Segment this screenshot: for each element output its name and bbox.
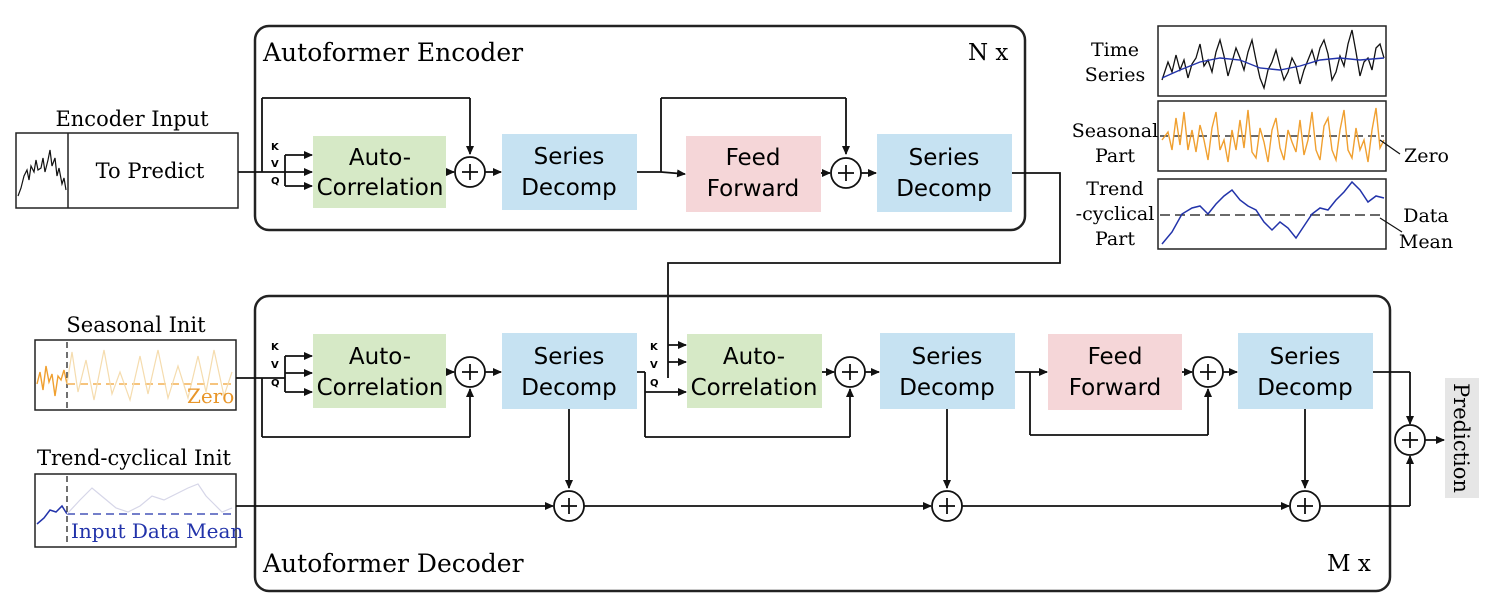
dec-autocorrelation-block-1 xyxy=(313,334,446,408)
enc-series-decomp-2 xyxy=(877,134,1012,212)
legend-data-mean-line2: Mean xyxy=(1399,231,1453,253)
dec-decomp1-line1: Series xyxy=(534,344,605,370)
dec-autocorr1-line1: Auto- xyxy=(349,344,411,370)
dec-series-decomp-3 xyxy=(1238,333,1373,409)
plus-circle-icon xyxy=(1192,356,1224,388)
prediction-label: Prediction xyxy=(1449,383,1473,493)
enc-decomp1-line2: Decomp xyxy=(521,175,617,201)
legend-time-series-line2: Series xyxy=(1085,64,1145,86)
legend-seasonal-line1: Seasonal xyxy=(1072,120,1158,142)
dec1-v-label: V xyxy=(271,360,279,371)
trend-init-box xyxy=(34,473,237,548)
dec-decomp3-line1: Series xyxy=(1270,344,1341,370)
encoder-input-wave xyxy=(17,149,67,197)
legend-trend-box xyxy=(1157,178,1387,250)
dec-decomp2-line1: Series xyxy=(912,344,983,370)
dec-autocorrelation-block-2 xyxy=(687,334,822,408)
plus-circle-icon xyxy=(553,490,585,522)
dec1-k-label: K xyxy=(271,342,280,353)
legend-time-series-line1: Time xyxy=(1091,39,1139,61)
legend-trend-overlay xyxy=(1161,57,1385,79)
dec-feed-forward-block xyxy=(1048,334,1182,410)
encoder-input-label: Encoder Input xyxy=(55,107,209,131)
enc-ff-line2: Forward xyxy=(707,176,800,202)
trend-init-label: Trend-cyclical Init xyxy=(37,446,232,470)
legend-seasonal-line2: Part xyxy=(1095,145,1135,167)
dec-autocorr2-line2: Correlation xyxy=(691,375,818,401)
decoder-repeat: M x xyxy=(1327,551,1371,577)
dec-series-decomp-2 xyxy=(880,333,1015,409)
dec-ff-line2: Forward xyxy=(1069,375,1162,401)
seasonal-zero-label: Zero xyxy=(187,384,234,408)
enc-q-label: Q xyxy=(271,176,280,187)
legend-trend-line3: Part xyxy=(1095,228,1135,250)
dec1-q-label: Q xyxy=(271,378,280,389)
dec-decomp1-line2: Decomp xyxy=(521,375,617,401)
dec-autocorr1-line2: Correlation xyxy=(317,375,444,401)
plus-circle-icon xyxy=(454,156,486,188)
encoder-frame xyxy=(253,24,1027,232)
enc-autocorr-line1: Auto- xyxy=(349,145,411,171)
dec-decomp2-line2: Decomp xyxy=(899,375,995,401)
seasonal-init-wave xyxy=(36,365,68,397)
encoder-to-decoder-connector xyxy=(667,172,1061,378)
plus-circle-icon xyxy=(931,490,963,522)
encoder-title: Autoformer Encoder xyxy=(262,38,523,67)
enc-v-label: V xyxy=(271,159,279,170)
dec2-v-label: V xyxy=(650,360,658,371)
trend-mean-label: Input Data Mean xyxy=(71,519,243,543)
plus-circle-icon xyxy=(454,356,486,388)
decoder-title: Autoformer Decoder xyxy=(262,549,524,578)
legend-data-mean-line1: Data xyxy=(1403,205,1449,227)
plus-circle-icon xyxy=(1394,424,1426,456)
enc-decomp2-line1: Series xyxy=(909,145,980,171)
enc-series-decomp-1 xyxy=(502,134,637,210)
trend-init-wave xyxy=(36,504,68,525)
dec2-k-label: K xyxy=(650,342,659,353)
legend-time-series-wave xyxy=(1161,29,1385,91)
enc-decomp1-line1: Series xyxy=(534,144,605,170)
decoder-frame xyxy=(253,294,1392,593)
legend-zero-label: Zero xyxy=(1404,145,1449,167)
seasonal-init-label: Seasonal Init xyxy=(66,313,206,337)
encoder-input-box xyxy=(15,132,239,209)
trend-init-faded xyxy=(66,483,233,515)
dec-autocorr2-line1: Auto- xyxy=(723,344,785,370)
enc-ff-line1: Feed xyxy=(726,145,781,171)
enc-autocorr-line2: Correlation xyxy=(317,175,444,201)
dec2-q-label: Q xyxy=(650,378,659,389)
dec-decomp3-line2: Decomp xyxy=(1257,375,1353,401)
seasonal-init-faded xyxy=(66,349,233,403)
legend-trend-line1: Trend xyxy=(1086,178,1143,200)
to-predict-label: To Predict xyxy=(96,159,205,183)
legend-seasonal-wave xyxy=(1161,107,1385,163)
plus-circle-icon xyxy=(834,356,866,388)
encoder-repeat: N x xyxy=(968,40,1008,66)
plus-circle-icon xyxy=(830,157,862,189)
dec-ff-line1: Feed xyxy=(1088,344,1143,370)
enc-decomp2-line2: Decomp xyxy=(896,176,992,202)
enc-feed-forward-block xyxy=(686,136,821,212)
legend-trend-line2: -cyclical xyxy=(1076,203,1155,225)
enc-autocorrelation-block xyxy=(313,136,446,208)
plus-circle-icon xyxy=(1289,490,1321,522)
enc-k-label: K xyxy=(271,142,280,153)
legend-trend-wave xyxy=(1161,180,1385,245)
prediction-box xyxy=(1445,378,1479,498)
dec-series-decomp-1 xyxy=(502,333,637,409)
